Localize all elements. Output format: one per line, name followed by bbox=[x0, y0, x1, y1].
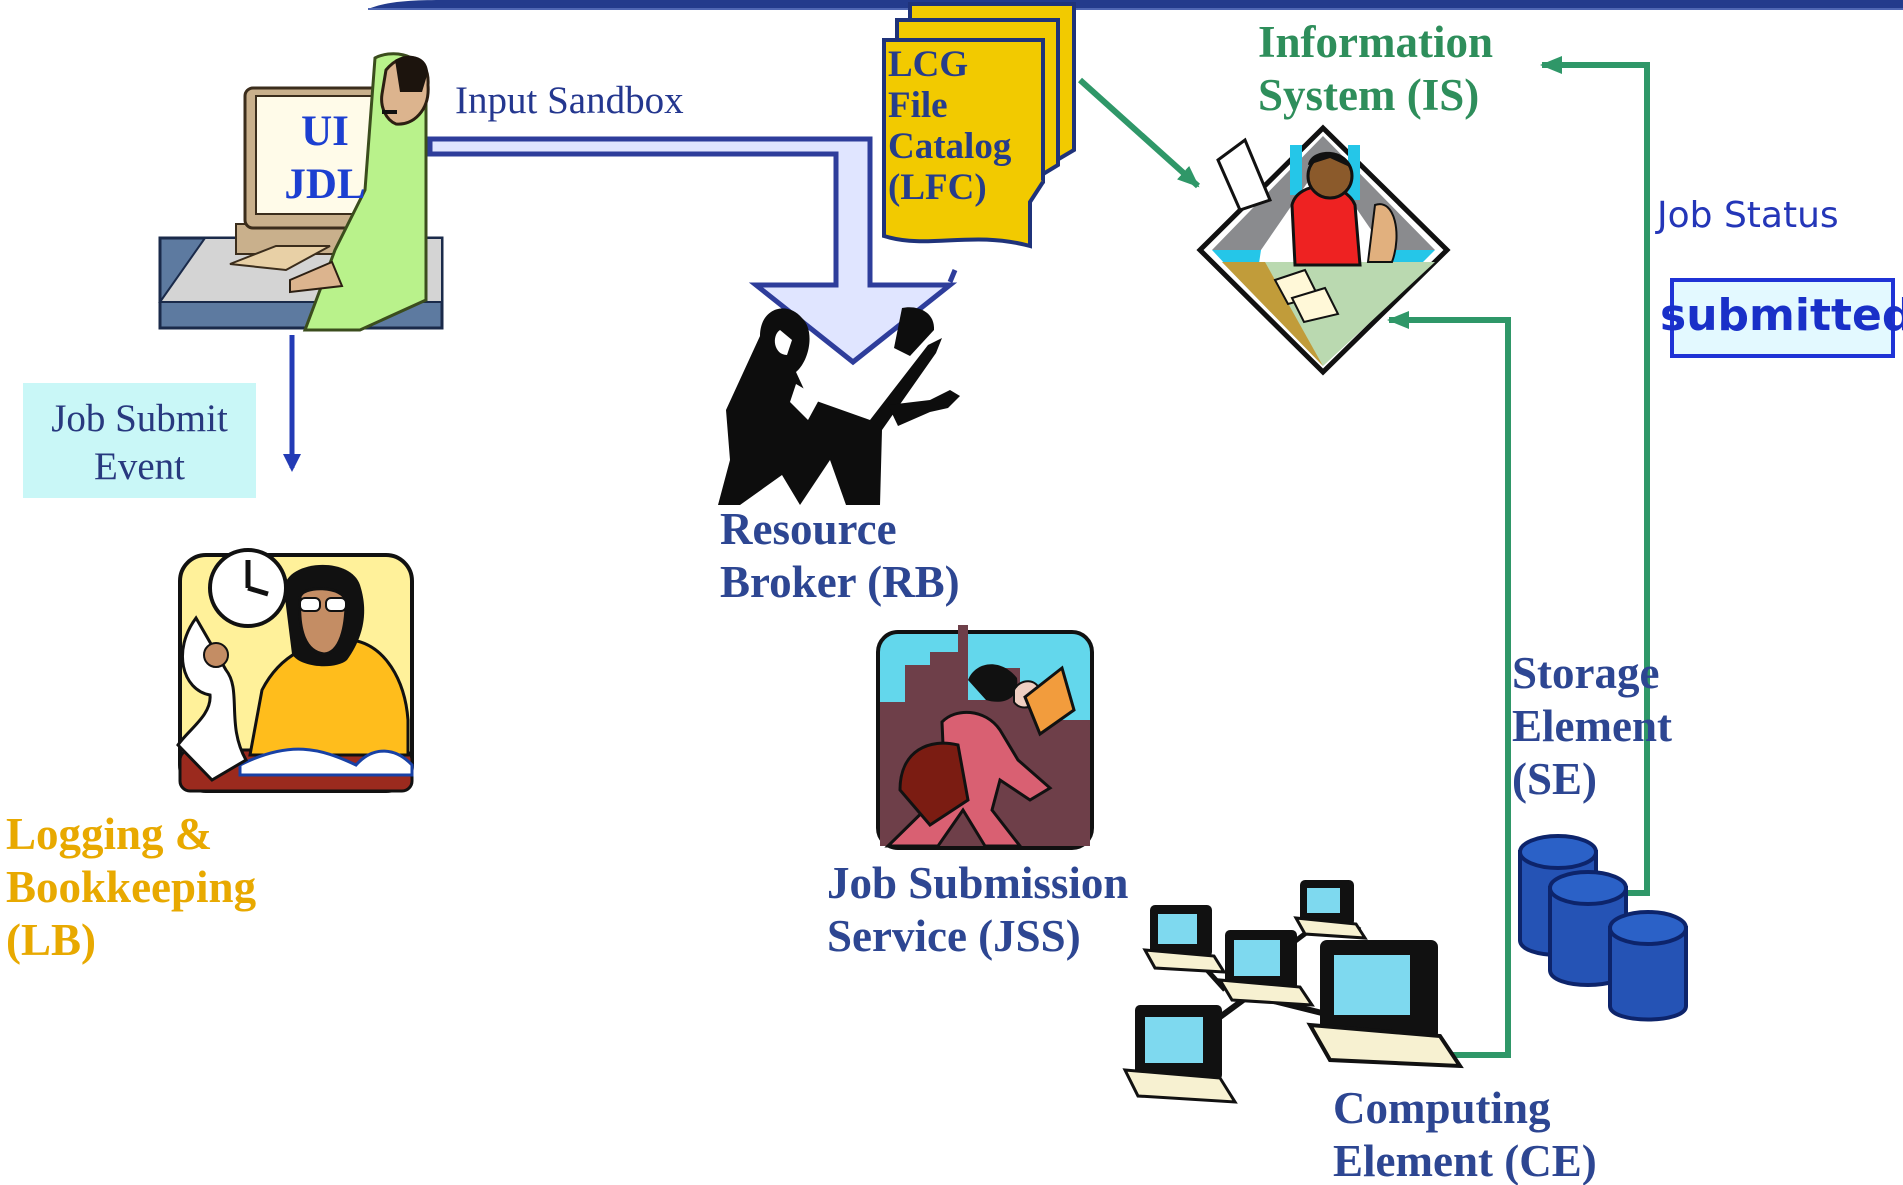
lb-label-line-3: (LB) bbox=[6, 915, 96, 965]
ui-jdl-label: UI JDL bbox=[275, 105, 375, 211]
jss-label-line-1: Job Submission bbox=[827, 858, 1129, 908]
lfc-label-line-1: LCG bbox=[888, 44, 969, 85]
jss-label-line-2: Service (JSS) bbox=[827, 911, 1081, 961]
job-status-label: Job Status bbox=[1657, 195, 1839, 236]
top-header-bar bbox=[368, 0, 1903, 10]
is-label-line-2: System (IS) bbox=[1258, 70, 1480, 120]
ui-label-line-2: JDL bbox=[284, 161, 366, 208]
job-submission-service-label: Job Submission Service (JSS) bbox=[827, 857, 1128, 963]
information-system-label: Information System (IS) bbox=[1258, 16, 1493, 122]
resource-broker-icon bbox=[718, 307, 960, 505]
logging-clerk-icon bbox=[176, 548, 414, 793]
resource-broker-label: Resource Broker (RB) bbox=[720, 503, 960, 609]
lb-label-line-2: Bookkeeping bbox=[6, 862, 257, 912]
computing-element-label: Computing Element (CE) bbox=[1333, 1082, 1597, 1185]
lb-label-line-1: Logging & bbox=[6, 809, 213, 859]
event-label-line-1: Job Submit bbox=[51, 397, 228, 440]
computing-element-network-icon bbox=[1122, 880, 1464, 1104]
status-badge: submitted bbox=[1660, 290, 1903, 341]
input-sandbox-label: Input Sandbox bbox=[455, 79, 684, 122]
lfc-label-line-2: File bbox=[888, 85, 948, 126]
lfc-file-stack-icon bbox=[882, 2, 1076, 249]
ui-user-icon bbox=[158, 52, 444, 332]
lfc-label-line-4: (LFC) bbox=[888, 167, 987, 208]
ce-label-line-2: Element (CE) bbox=[1333, 1136, 1597, 1185]
job-submit-event-box bbox=[23, 383, 256, 498]
storage-element-icon bbox=[1518, 834, 1688, 1022]
se-label-line-3: (SE) bbox=[1512, 754, 1598, 804]
se-label-line-2: Element bbox=[1512, 701, 1672, 751]
lfc-label-line-3: Catalog bbox=[888, 126, 1012, 167]
event-label-line-2: Event bbox=[94, 445, 185, 488]
input-sandbox-arrow bbox=[427, 136, 958, 366]
job-submission-runner-icon bbox=[876, 625, 1094, 850]
se-label-line-1: Storage bbox=[1512, 648, 1660, 698]
ce-label-line-1: Computing bbox=[1333, 1083, 1551, 1133]
job-submit-event-label: Job Submit Event bbox=[23, 395, 256, 491]
logging-bookkeeping-label: Logging & Bookkeeping (LB) bbox=[6, 808, 256, 967]
ui-label-line-1: UI bbox=[301, 108, 349, 155]
lfc-label: LCG File Catalog (LFC) bbox=[888, 44, 1011, 208]
rb-label-line-2: Broker (RB) bbox=[720, 557, 960, 607]
status-badge-box bbox=[1670, 278, 1895, 358]
is-label-line-1: Information bbox=[1258, 17, 1493, 67]
rb-label-line-1: Resource bbox=[720, 504, 897, 554]
information-system-icon bbox=[1196, 124, 1451, 376]
storage-element-label: Storage Element (SE) bbox=[1512, 647, 1672, 806]
